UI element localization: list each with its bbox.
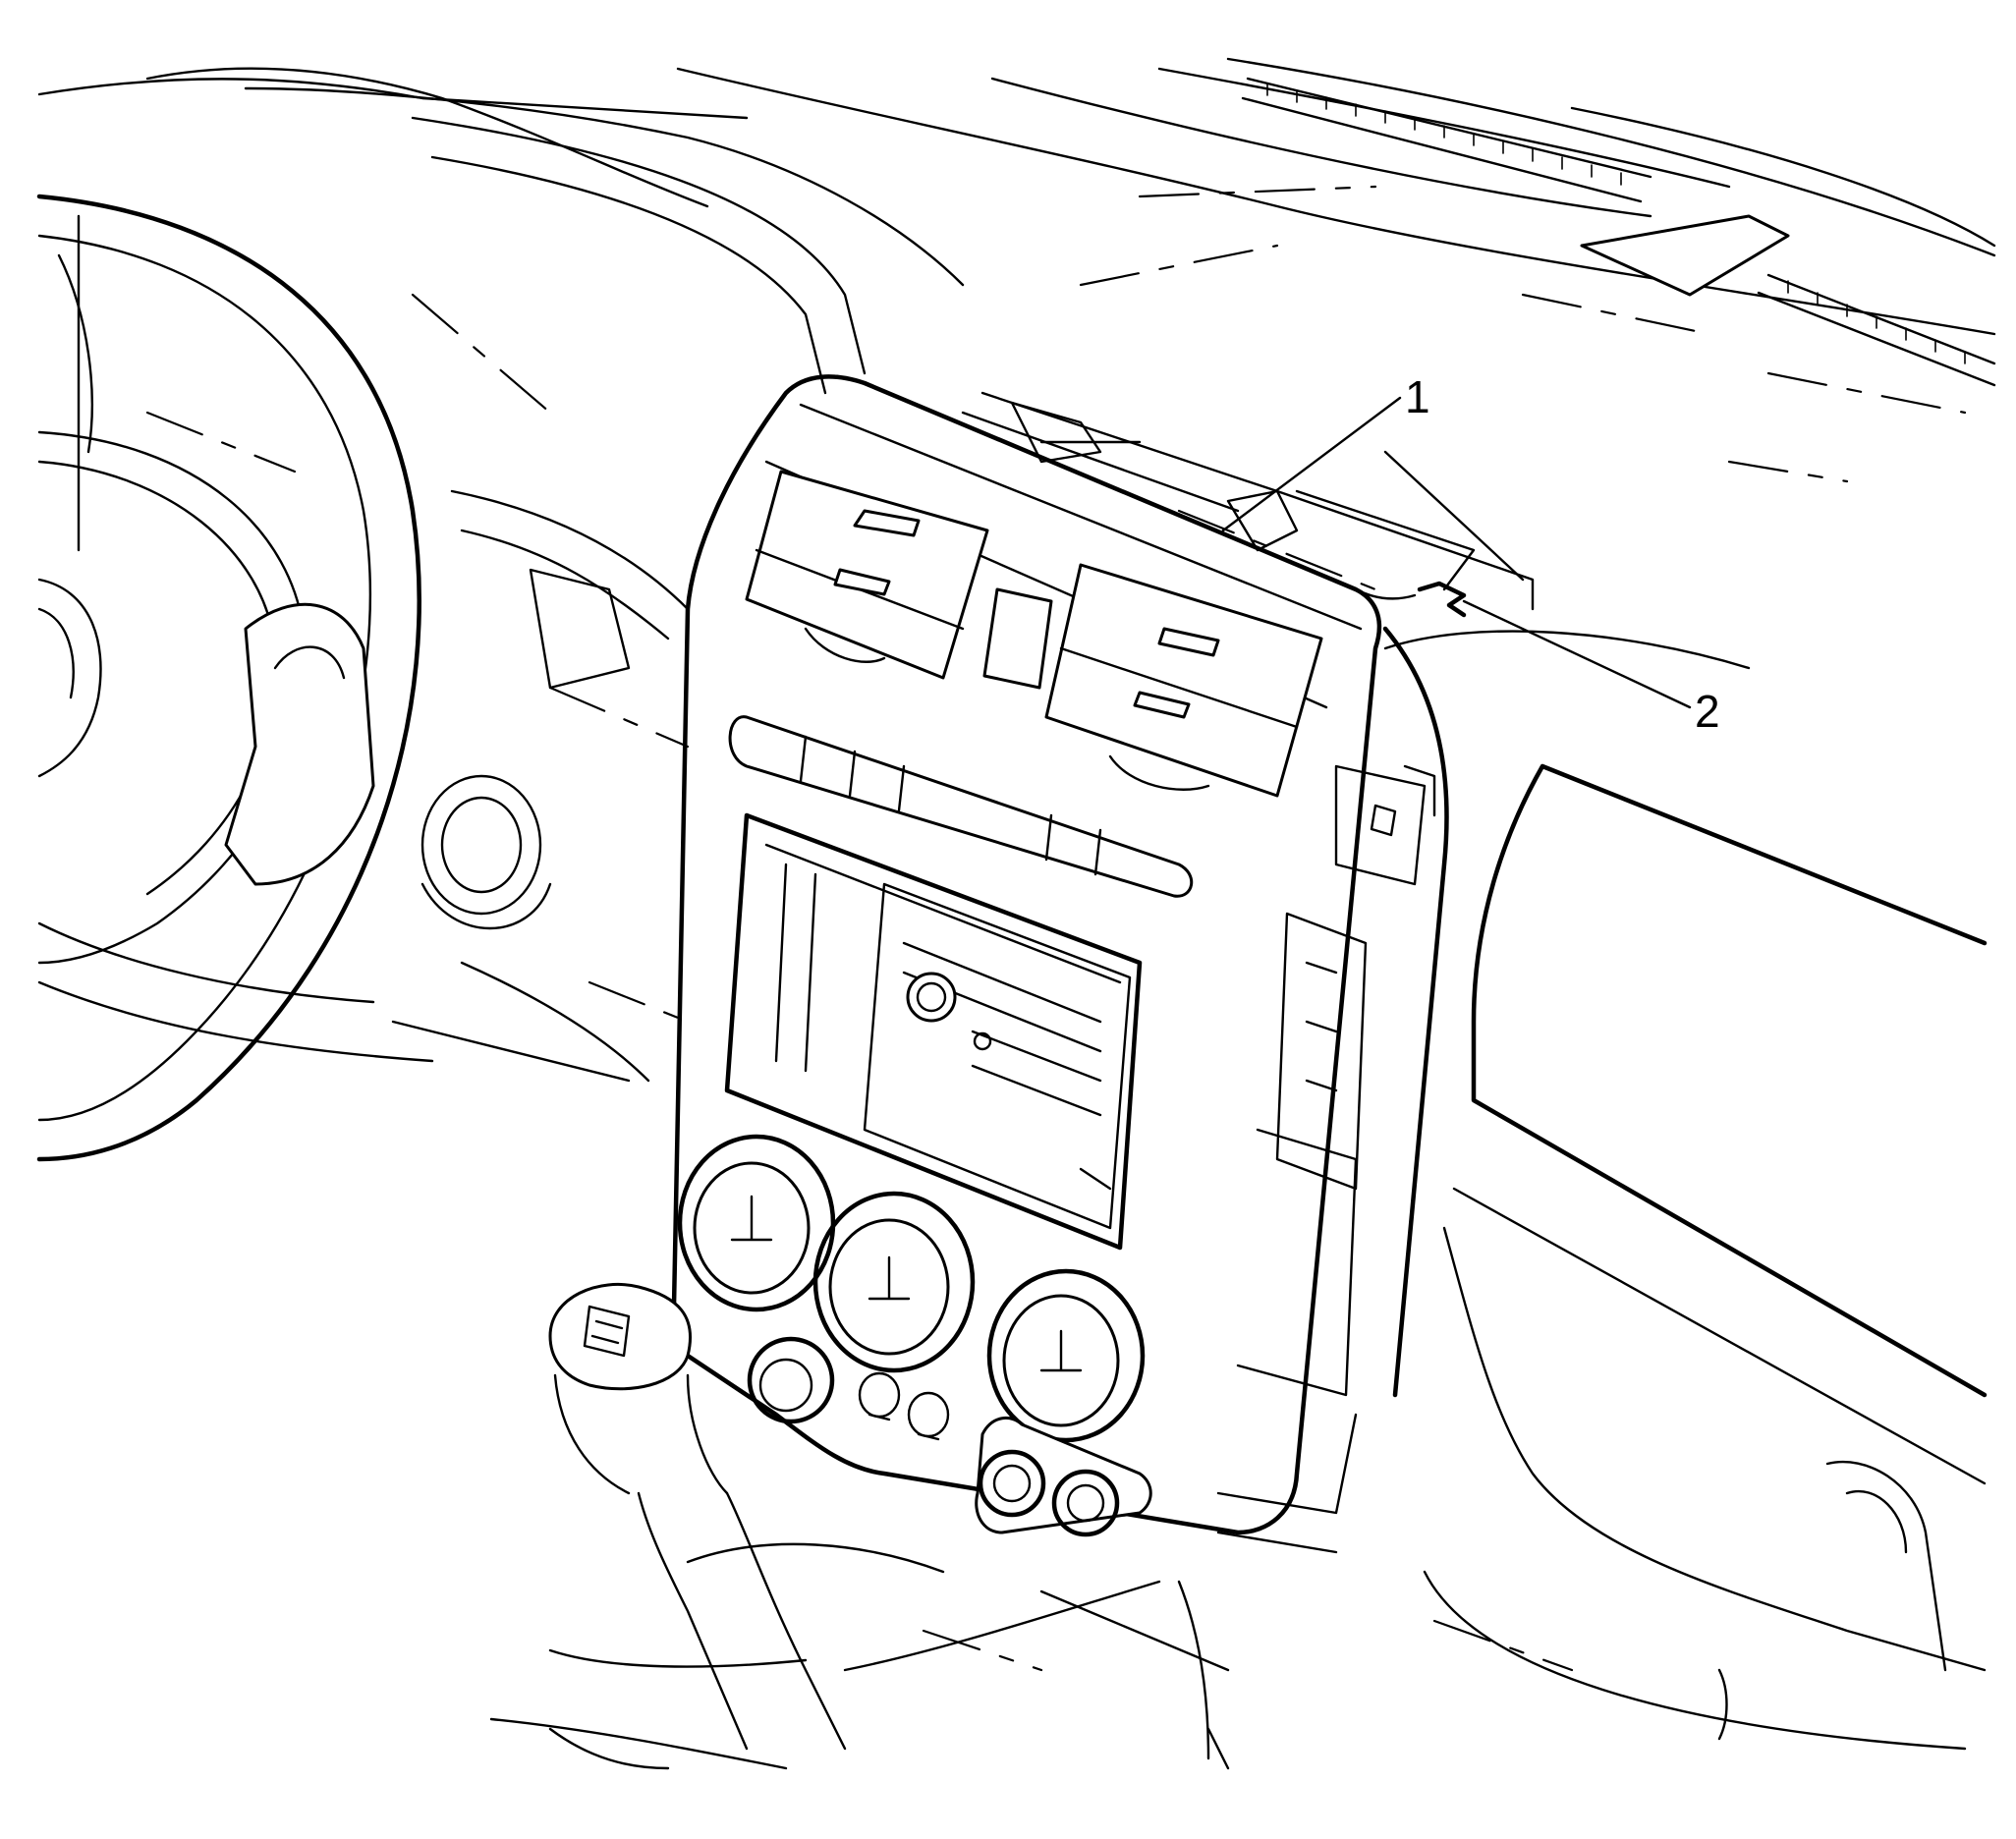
climate-knob-left [677, 1134, 836, 1312]
left-dash [391, 116, 867, 1083]
upper-dashboard [37, 57, 1996, 591]
climate-knob-center [812, 1191, 976, 1373]
callout-1-leader [1221, 396, 1402, 532]
center-bezel [671, 374, 1402, 1537]
retaining-clip [1417, 581, 1467, 618]
climate-knob-right [986, 1268, 1146, 1443]
callout-2-leader [1462, 599, 1692, 709]
hazard-button [982, 587, 1053, 690]
callout-1-label: 1 [1405, 371, 1430, 422]
air-vent-left [745, 470, 989, 680]
radio-bracket [961, 391, 1692, 1554]
steering-wheel [36, 194, 552, 1162]
shift-lever [489, 1282, 1574, 1770]
callout-2-label: 2 [1695, 686, 1720, 737]
glove-box [1471, 763, 1988, 1398]
lower-controls [747, 1336, 1152, 1537]
defroster-grille [1241, 77, 1996, 387]
radio-button-strip [728, 715, 1194, 898]
radio-opening [724, 812, 1143, 1251]
air-vent-right [1044, 563, 1323, 798]
right-dash [1382, 626, 1988, 1751]
